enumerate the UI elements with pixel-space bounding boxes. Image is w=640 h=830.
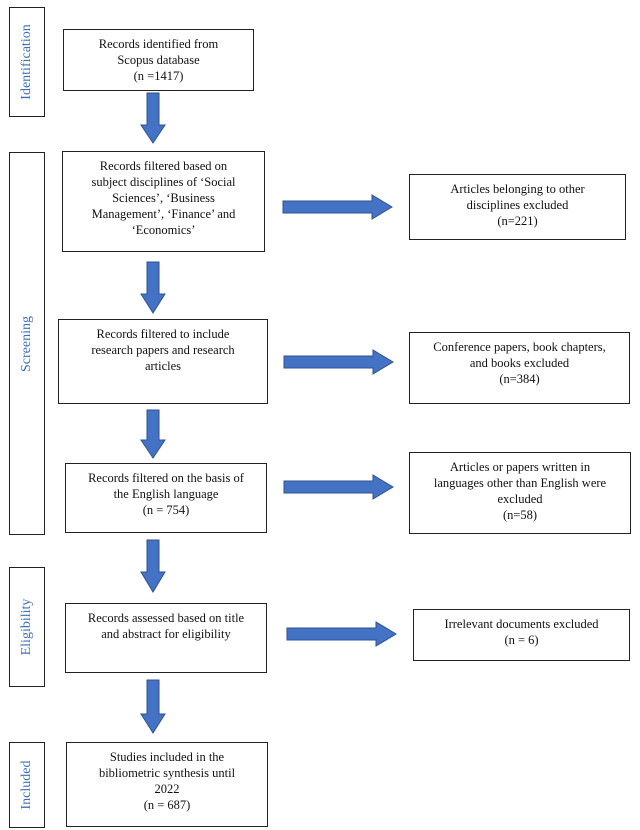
phase-screening: Screening bbox=[9, 152, 45, 535]
box-line: (n = 754) bbox=[142, 503, 190, 517]
box-excluded-irrelevant: Irrelevant documents excluded (n = 6) bbox=[413, 609, 630, 661]
phase-identification: Identification bbox=[9, 7, 45, 117]
box-line: (n = 6) bbox=[504, 633, 539, 647]
box-line: Irrelevant documents excluded bbox=[444, 617, 599, 631]
box-line: Scopus database bbox=[117, 53, 200, 67]
phase-included: Included bbox=[9, 742, 45, 828]
box-line: articles bbox=[144, 359, 182, 373]
box-line: Records identified from bbox=[98, 37, 219, 51]
box-line: Records filtered to include bbox=[96, 327, 230, 341]
box-records-identified: Records identified from Scopus database … bbox=[63, 29, 254, 91]
box-line: Conference papers, book chapters, bbox=[433, 340, 606, 354]
box-line: (n =1417) bbox=[133, 69, 184, 83]
box-line: subject disciplines of ‘Social bbox=[91, 175, 236, 189]
box-title-abstract: Records assessed based on title and abst… bbox=[65, 603, 267, 673]
box-excluded-types: Conference papers, book chapters, and bo… bbox=[409, 332, 630, 404]
box-line: languages other than English were bbox=[433, 476, 607, 490]
box-line: (n=58) bbox=[502, 508, 538, 522]
arrow-right-4 bbox=[286, 621, 397, 647]
box-line: 2022 bbox=[154, 782, 180, 796]
box-line: Records filtered based on bbox=[99, 159, 228, 173]
box-line: Articles or papers written in bbox=[449, 460, 591, 474]
arrow-right-1 bbox=[282, 194, 393, 220]
arrow-down-3 bbox=[140, 409, 166, 459]
box-line: bibliometric synthesis until bbox=[98, 766, 236, 780]
box-language-filter: Records filtered on the basis of the Eng… bbox=[65, 463, 267, 533]
box-line: Management’, ‘Finance’ and bbox=[91, 207, 236, 221]
arrow-down-4 bbox=[140, 539, 166, 593]
box-subject-filter: Records filtered based on subject discip… bbox=[62, 151, 265, 252]
box-line: Studies included in the bbox=[109, 750, 225, 764]
arrow-down-2 bbox=[140, 261, 166, 314]
box-line: disciplines excluded bbox=[466, 198, 569, 212]
box-line: ‘Economics’ bbox=[131, 223, 196, 237]
arrow-right-2 bbox=[283, 349, 394, 375]
arrow-down-5 bbox=[140, 679, 166, 734]
box-line: (n = 687) bbox=[143, 798, 191, 812]
box-included-studies: Studies included in the bibliometric syn… bbox=[66, 742, 268, 827]
arrow-down-1 bbox=[140, 92, 166, 144]
box-line: research papers and research bbox=[91, 343, 235, 357]
box-line: and books excluded bbox=[469, 356, 570, 370]
box-line: Records assessed based on title bbox=[87, 611, 245, 625]
box-line: Sciences’, ‘Business bbox=[112, 191, 215, 205]
box-line: and abstract for eligibility bbox=[101, 627, 231, 641]
box-line: Articles belonging to other bbox=[450, 182, 585, 196]
box-type-filter: Records filtered to include research pap… bbox=[58, 319, 268, 404]
box-line: (n=384) bbox=[499, 372, 540, 386]
box-line: the English language bbox=[113, 487, 219, 501]
box-excluded-disciplines: Articles belonging to other disciplines … bbox=[409, 174, 626, 240]
box-line: Records filtered on the basis of bbox=[88, 471, 244, 485]
phase-eligibility: Eligibility bbox=[9, 567, 45, 687]
box-line: excluded bbox=[497, 492, 543, 506]
box-line: (n=221) bbox=[497, 214, 538, 228]
arrow-right-3 bbox=[283, 474, 394, 500]
box-excluded-languages: Articles or papers written in languages … bbox=[409, 452, 631, 534]
